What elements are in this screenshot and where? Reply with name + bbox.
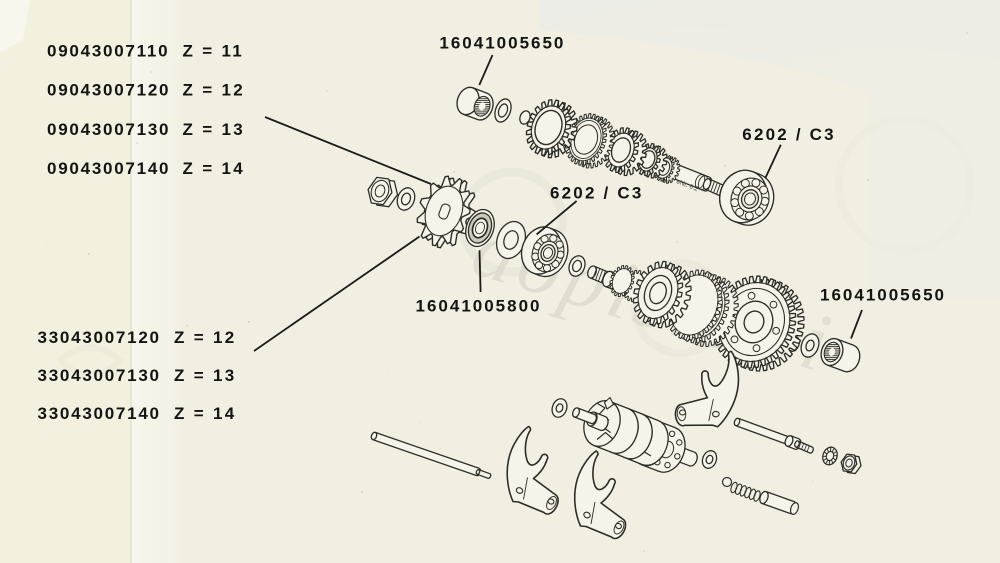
svg-text:6202 / C3: 6202 / C3: [550, 184, 644, 203]
svg-text:33043007140: 33043007140: [38, 404, 161, 423]
svg-text:33043007130: 33043007130: [38, 366, 161, 385]
svg-text:Z = 13: Z = 13: [174, 366, 236, 385]
svg-text:09043007120: 09043007120: [47, 81, 170, 100]
svg-text:Z = 14: Z = 14: [183, 159, 245, 178]
svg-text:16041005650: 16041005650: [820, 286, 946, 305]
svg-text:6202 / C3: 6202 / C3: [742, 125, 836, 144]
svg-text:Z = 12: Z = 12: [183, 81, 245, 100]
svg-text:Z = 13: Z = 13: [183, 120, 245, 139]
svg-text:33043007120: 33043007120: [38, 328, 161, 347]
svg-text:16041005800: 16041005800: [416, 297, 542, 316]
svg-text:16041005650: 16041005650: [439, 34, 565, 53]
svg-text:09043007130: 09043007130: [47, 120, 170, 139]
svg-text:Z = 11: Z = 11: [183, 41, 245, 60]
svg-text:09043007140: 09043007140: [47, 159, 170, 178]
svg-text:Z = 14: Z = 14: [174, 404, 236, 423]
svg-text:Z = 12: Z = 12: [174, 328, 236, 347]
svg-text:09043007110: 09043007110: [47, 41, 169, 60]
